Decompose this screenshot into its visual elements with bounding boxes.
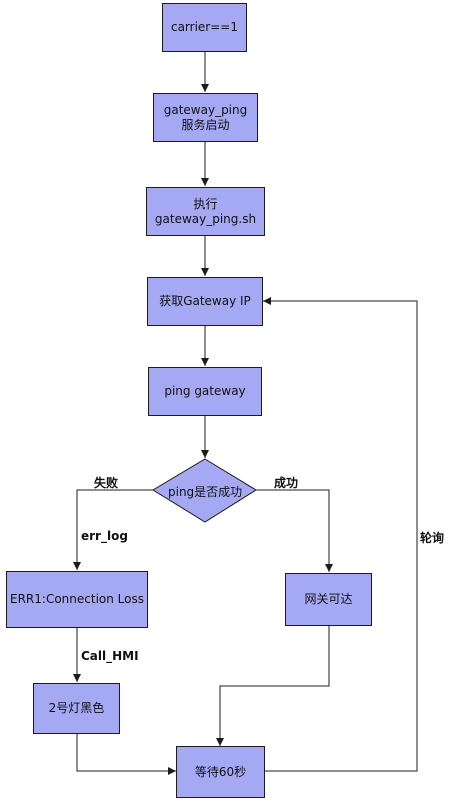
edge-wait-getip-loop [263,297,418,772]
node-wait-60s: 等待60秒 [176,746,265,798]
node-carrier-check: carrier==1 [162,3,247,52]
node-get-gateway-ip: 获取Gateway IP [147,277,263,326]
decision-text: ping是否成功 [168,485,243,499]
node-err-text: ERR1:Connection Loss [10,592,144,606]
node-ping-gateway: ping gateway [148,367,262,416]
node-getip-text: 获取Gateway IP [159,294,251,308]
edge-lamp-wait [76,734,176,775]
node-gateway-reachable: 网关可达 [285,573,372,626]
node-lamp-black: 2号灯黑色 [33,683,120,734]
label-call-hmi: Call_HMI [81,649,139,663]
node-service-line2: 服务启动 [181,117,230,132]
edge-decision-err [73,489,153,570]
edge-decision-reach [256,489,333,572]
node-lamp-text: 2号灯黑色 [48,701,105,715]
decision-diamond [152,458,257,523]
node-service-line1: gateway_ping [163,102,248,117]
label-success: 成功 [274,476,299,490]
node-gateway-ping-service: gateway_ping 服务启动 [153,93,258,142]
node-reach-text: 网关可达 [304,592,353,606]
node-wait-text: 等待60秒 [194,764,247,779]
node-exec-line2: gateway_ping.sh [154,211,257,226]
node-ping-text: ping gateway [164,384,246,398]
label-err-log: err_log [81,529,128,543]
node-exec-script: 执行 gateway_ping.sh [146,187,265,236]
edge-reach-wait [216,626,330,746]
label-poll: 轮询 [420,531,445,545]
node-carrier-check-text: carrier==1 [170,20,238,34]
node-err-connection-loss: ERR1:Connection Loss [6,571,148,628]
node-exec-line1: 执行 [193,196,218,211]
label-fail: 失败 [94,476,119,490]
